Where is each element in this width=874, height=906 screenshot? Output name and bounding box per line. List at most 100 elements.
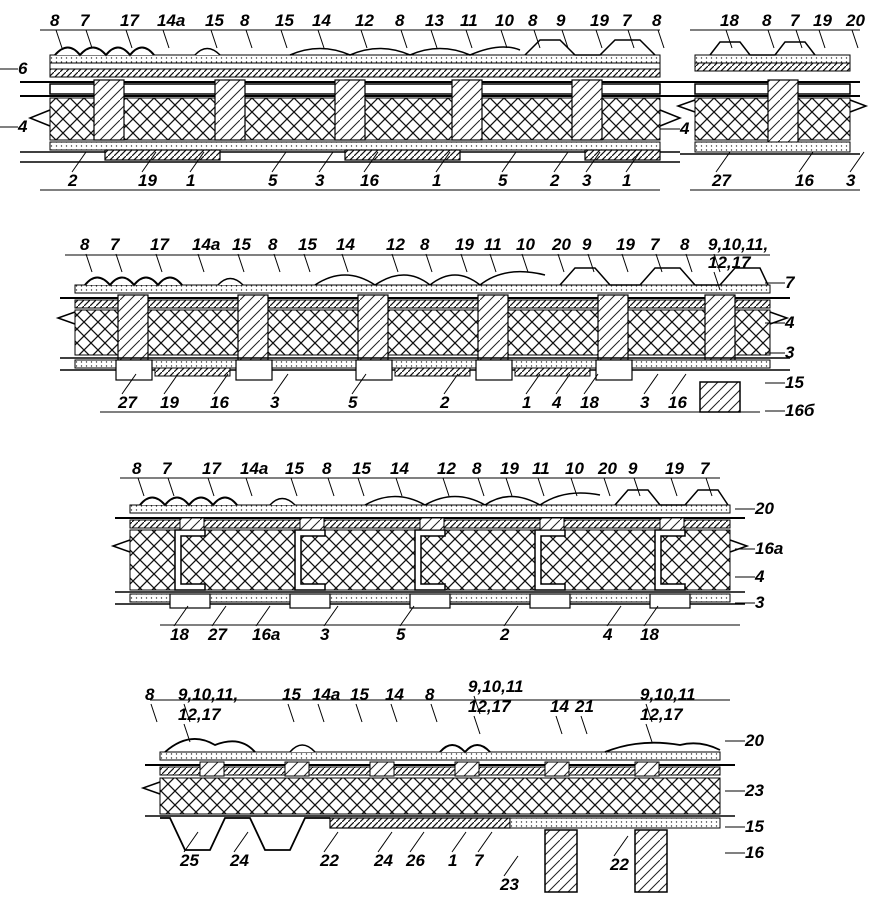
callout-label: 3 [582,171,592,190]
leader-line [163,373,179,395]
callout-label: 11 [532,459,550,478]
section-e [140,699,735,893]
callout-label: 20 [845,11,865,30]
callout-label: 14 [385,685,404,704]
callout-label: 8 [268,235,278,254]
leader-line [237,253,245,273]
leader-line [645,723,653,743]
callout-label: 8 [680,235,690,254]
leader-line [162,29,170,49]
leader-line [141,151,157,173]
callout-label: 15 [785,373,804,392]
leader-line [555,373,571,395]
callout-label: 1 [432,171,441,190]
callout-label: 8 [240,11,250,30]
callout-label: 2 [499,625,510,644]
callout-label: 26 [405,851,425,870]
callout-label: 17 [150,235,170,254]
callout-label: 15 [285,459,304,478]
callout-label: 11 [484,235,502,254]
callout-label: 8 [145,685,155,704]
leader-line [400,29,408,49]
leader-line [273,373,289,395]
callout-label: 18 [170,625,189,644]
callout-label: 9 [582,235,592,254]
leader-line [317,29,325,49]
leader-line [155,253,163,273]
callout-label: 7 [700,459,711,478]
leader-line [280,29,288,49]
leader-line [430,29,438,49]
leader-line [525,373,541,395]
callout-label: 2 [549,171,560,190]
leader-line [501,151,517,173]
leader-line [533,29,541,49]
callout-label: 1 [622,171,631,190]
callout-label: 27 [117,393,138,412]
callout-label: 19 [665,459,684,478]
callout-label: 15 [745,817,764,836]
leader-line [851,29,859,49]
leader-line [327,477,335,497]
leader-line [500,29,508,49]
leader-line [255,605,271,627]
callout-label: 19 [616,235,635,254]
leader-line [121,373,137,395]
leader-line [357,477,365,497]
leader-line [360,29,368,49]
callout-label: 8 [762,11,772,30]
callout-label: 27 [711,171,732,190]
leader-line [273,253,281,273]
leader-line [150,703,158,723]
callout-label: 3 [846,171,856,190]
callout-label: 10 [516,235,535,254]
leader-line [85,29,93,49]
leader-line [425,253,433,273]
leader-line [245,477,253,497]
callout-label: 19 [455,235,474,254]
leader-line [317,703,325,723]
callout-label: 1 [186,171,195,190]
callout-label: 17 [120,11,140,30]
callout-label: 18 [640,625,659,644]
callout-label: 23 [744,781,764,800]
callout-label: 13 [425,11,444,30]
leader-line [670,477,678,497]
leader-line [580,715,588,735]
callout-label: 9,10,11, [178,685,238,704]
leader-line [655,253,663,273]
callout-label: 7 [162,459,173,478]
callout-label: 19 [590,11,609,30]
leader-line [505,477,513,497]
callout-label: 16a [252,625,280,644]
callout-label: 16a [755,539,783,558]
callout-label: 2 [439,393,450,412]
leader-line [409,831,425,853]
callout-label: 16б [785,401,815,420]
leader-line [465,29,473,49]
leader-line [125,29,133,49]
leader-line [303,253,311,273]
callout-label: 8 [472,459,482,478]
callout-label: 20 [597,459,617,478]
callout-label: 14 [336,235,355,254]
leader-line [137,477,145,497]
leader-line [603,477,611,497]
callout-label: 27 [207,625,228,644]
leader-line [557,253,565,273]
callout-label: 12 [355,11,374,30]
callout-label: 14 [390,459,409,478]
callout-label: 19 [138,171,157,190]
callout-label: 3 [320,625,330,644]
callout-label: 16 [745,843,764,862]
leader-line [183,831,199,853]
leader-line [671,373,687,395]
leader-line [377,831,393,853]
callout-label: 8 [425,685,435,704]
callout-label: 24 [229,851,249,870]
callout-label: 12,17 [708,253,752,272]
leader-line [725,29,733,49]
leader-line [657,29,665,49]
callout-label: 15 [232,235,251,254]
callout-label: 8 [322,459,332,478]
